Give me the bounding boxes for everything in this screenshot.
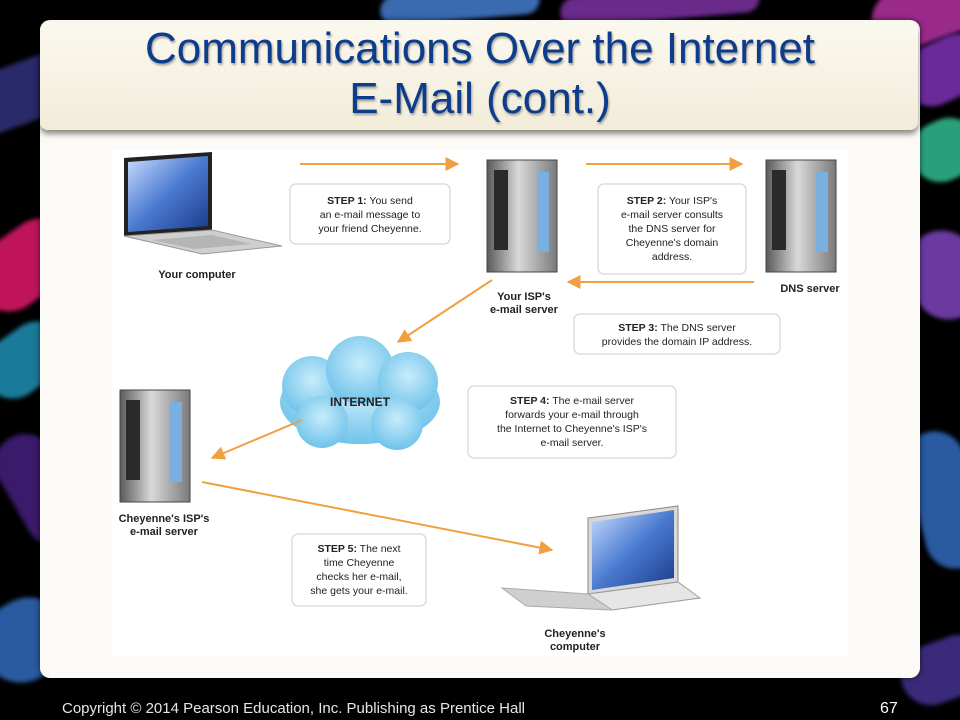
step4-line1: STEP 4: The e-mail server [510, 395, 634, 407]
step3-line1: STEP 3: The DNS server [618, 322, 736, 334]
title-line-1: Communications Over the Internet [144, 24, 816, 73]
step2-line1: STEP 2: Your ISP's [627, 195, 718, 207]
slide-title: Communications Over the Internet E-Mail … [40, 24, 920, 124]
step5-line2: time Cheyenne [324, 557, 395, 569]
arrow-step5 [201, 481, 554, 555]
step2-line2: e-mail server consults [621, 209, 723, 221]
dns-server-icon [765, 159, 837, 273]
step5-line1: STEP 5: The next [317, 543, 400, 555]
your-computer-icon [123, 152, 283, 255]
isp-server-icon [486, 159, 558, 273]
internet-cloud-icon [280, 336, 440, 450]
arrow-to-internet [396, 279, 493, 343]
copyright-text: Copyright © 2014 Pearson Education, Inc.… [62, 700, 525, 717]
email-flow-diagram: Your computer Your ISP's e-mail server D… [112, 150, 848, 656]
step1-line3: your friend Cheyenne. [318, 223, 421, 235]
isp-server-label-2: e-mail server [490, 304, 559, 316]
page-number: 67 [880, 700, 898, 717]
step2-line5: address. [652, 251, 692, 263]
title-bar [40, 22, 918, 130]
step2-box: STEP 2: Your ISP's e-mail server consult… [597, 183, 747, 275]
step2-line3: the DNS server for [629, 223, 716, 235]
cheyenne-computer-icon [500, 505, 702, 611]
step5-line3: checks her e-mail, [316, 571, 401, 583]
cheyenne-computer-label-1: Cheyenne's [544, 628, 605, 640]
step5-line4: she gets your e-mail. [310, 585, 407, 597]
step1-line2: an e-mail message to [320, 209, 421, 221]
cheyenne-computer-label-2: computer [550, 641, 601, 653]
your-computer-label: Your computer [158, 269, 236, 281]
step5-box: STEP 5: The next time Cheyenne checks he… [291, 533, 427, 607]
step2-line4: Cheyenne's domain [626, 237, 719, 249]
step1-box: STEP 1: You send an e-mail message to yo… [289, 183, 451, 245]
step3-box: STEP 3: The DNS server provides the doma… [573, 313, 781, 355]
step4-box: STEP 4: The e-mail server forwards your … [467, 385, 677, 459]
cheyenne-isp-label-2: e-mail server [130, 526, 199, 538]
step4-line3: the Internet to Cheyenne's ISP's [497, 423, 647, 435]
cheyenne-isp-server-icon [119, 389, 191, 503]
cheyenne-isp-label-1: Cheyenne's ISP's [119, 513, 210, 525]
isp-server-label-1: Your ISP's [497, 291, 551, 303]
step4-line2: forwards your e-mail through [505, 409, 639, 421]
dns-server-label: DNS server [780, 283, 840, 295]
step4-line4: e-mail server. [540, 437, 603, 449]
arrow-step4 [210, 419, 303, 460]
step1-line1: STEP 1: You send [327, 195, 413, 207]
title-line-2: E-Mail (cont.) [349, 74, 611, 123]
internet-label: INTERNET [330, 395, 391, 409]
step3-line2: provides the domain IP address. [602, 336, 752, 348]
